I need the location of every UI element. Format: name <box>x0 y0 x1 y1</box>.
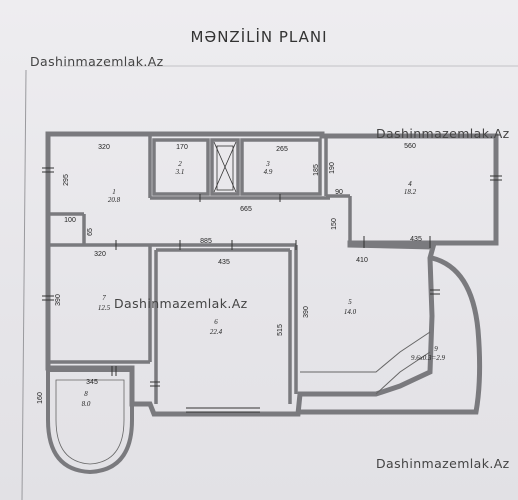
plan-title: MƏNZİLİN PLANI <box>190 28 328 46</box>
room-3-number: 3 <box>265 160 270 168</box>
room-8-walls <box>46 368 134 475</box>
room-4-area: 18.2 <box>404 188 417 196</box>
room-5-balcony-edge <box>300 331 431 373</box>
dim-label: 390 <box>303 306 310 318</box>
room-5-number: 5 <box>348 298 352 306</box>
dim-label: 150 <box>331 218 338 230</box>
dim-label: 410 <box>356 257 368 264</box>
frame-left-line <box>21 69 27 500</box>
inner-walls <box>48 136 352 404</box>
dim-label: 665 <box>240 206 252 213</box>
dim-label: 100 <box>64 217 76 224</box>
dim-label: 185 <box>313 164 320 176</box>
room-6-area: 22.4 <box>210 328 223 336</box>
dim-label: 265 <box>276 146 288 153</box>
room-5-area: 14.0 <box>344 308 357 316</box>
room-8-inner-line <box>55 379 125 465</box>
dimension-labels: 320 170 265 560 295 185 190 90 665 100 6… <box>37 143 422 404</box>
watermark-text: Dashinmazemlak.Az <box>114 296 248 311</box>
room-1-area: 20.8 <box>108 196 121 204</box>
dim-label: 190 <box>329 162 336 174</box>
room-2-number: 2 <box>178 160 182 168</box>
dim-label: 345 <box>86 379 98 386</box>
dim-label: 435 <box>410 236 422 243</box>
room-9-number: 9 <box>434 345 438 353</box>
room-2-area: 3.1 <box>175 168 185 176</box>
dim-label: 885 <box>200 238 212 245</box>
room-3-area: 4.9 <box>264 168 273 176</box>
watermark-text: Dashinmazemlak.Az <box>30 54 164 69</box>
dim-label: 515 <box>277 324 284 336</box>
watermark-text: Dashinmazemlak.Az <box>376 126 510 141</box>
dim-label: 90 <box>335 189 343 196</box>
balcony-9-edge <box>375 351 431 395</box>
dim-label: 160 <box>37 392 44 404</box>
room-labels: 1 20.8 2 3.1 3 4.9 4 18.2 5 14.0 6 22.4 … <box>82 160 446 408</box>
watermark-text: Dashinmazemlak.Az <box>376 456 510 471</box>
dim-label: 295 <box>63 174 70 186</box>
room-7-area: 12.5 <box>98 304 111 312</box>
outer-walls <box>45 131 499 417</box>
room-4-number: 4 <box>408 180 412 188</box>
room-8-area: 8.0 <box>82 400 91 408</box>
dim-label: 435 <box>218 259 230 266</box>
dim-label: 170 <box>176 144 188 151</box>
room-1-number: 1 <box>112 188 116 196</box>
dim-label: 560 <box>404 143 416 150</box>
dim-label: 320 <box>94 251 106 258</box>
room-7-number: 7 <box>102 294 106 302</box>
room-9-area: 9.6x0.3=2.9 <box>411 354 446 362</box>
dim-label: 390 <box>55 294 62 306</box>
ventilation-shaft <box>213 141 237 193</box>
room-6-number: 6 <box>214 318 218 326</box>
room-8-number: 8 <box>84 390 88 398</box>
dim-label: 65 <box>87 228 94 236</box>
dim-label: 320 <box>98 144 110 151</box>
window-ticks <box>42 167 502 413</box>
